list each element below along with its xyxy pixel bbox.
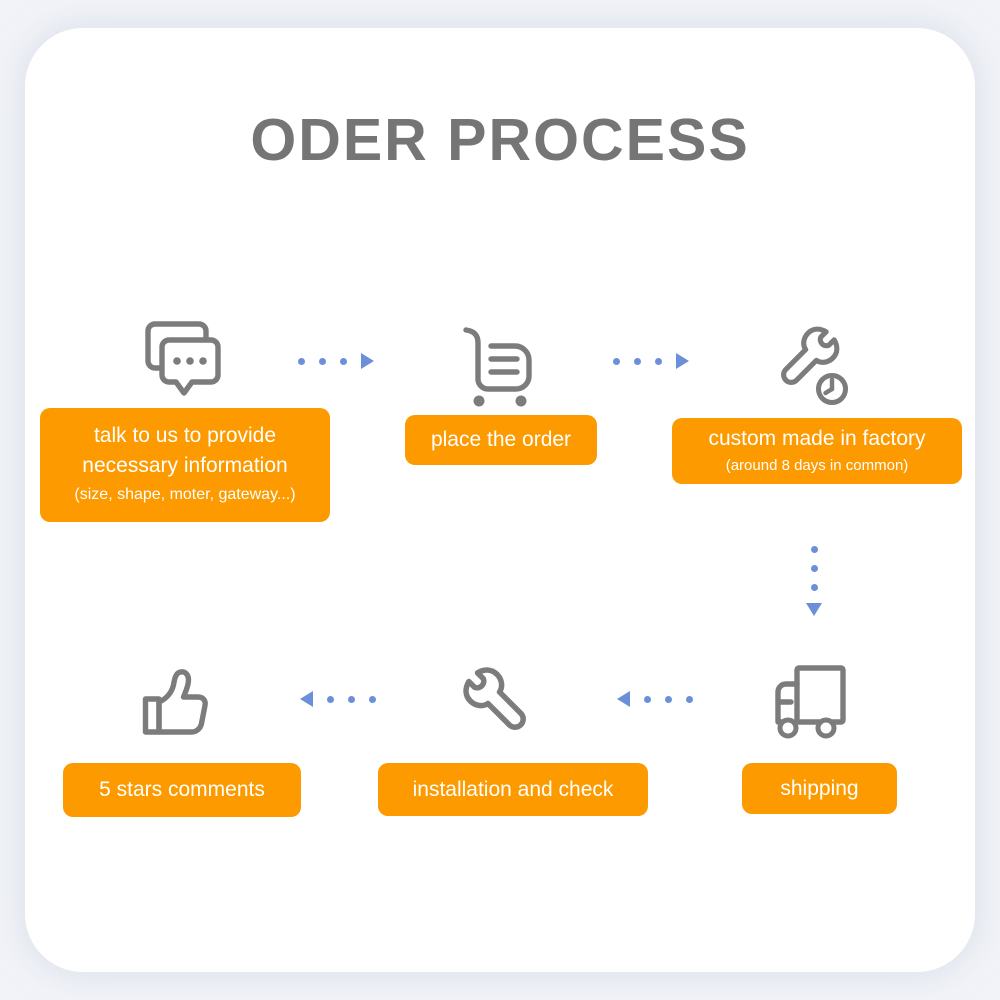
label-line: place the order bbox=[430, 428, 572, 451]
arrow-dot bbox=[327, 695, 334, 703]
label-line: talk to us to provide bbox=[93, 424, 277, 447]
dotted-arrow-right-icon bbox=[298, 353, 374, 369]
step-label-stars: 5 stars comments bbox=[63, 763, 301, 817]
dotted-arrow-right-icon bbox=[613, 353, 689, 369]
dotted-arrow-left-icon bbox=[300, 691, 376, 707]
arrow-dot bbox=[810, 546, 818, 553]
dotted-arrow-down-icon bbox=[806, 546, 822, 616]
arrow-dot bbox=[665, 695, 672, 703]
dotted-arrow-left-icon bbox=[617, 691, 693, 707]
arrow-dot bbox=[613, 357, 620, 365]
step-label-factory: custom made in factory (around 8 days in… bbox=[672, 418, 962, 484]
label-line: installation and check bbox=[412, 777, 614, 801]
step-label-order: place the order bbox=[405, 415, 597, 465]
arrow-dot bbox=[319, 357, 326, 365]
label-line: necessary information bbox=[82, 454, 288, 477]
step-label-install: installation and check bbox=[378, 763, 648, 816]
page-title: ODER PROCESS bbox=[250, 107, 750, 173]
wrench-icon bbox=[447, 652, 547, 752]
label-subline: (around 8 days in common) bbox=[725, 457, 909, 474]
label-line: shipping bbox=[780, 776, 859, 800]
step-label-shipping: shipping bbox=[742, 763, 897, 814]
wrench-clock-icon bbox=[762, 316, 848, 405]
arrow-dot bbox=[340, 357, 347, 365]
arrow-head-right bbox=[676, 353, 689, 369]
arrow-head-left bbox=[300, 691, 313, 707]
arrow-dot bbox=[810, 584, 818, 591]
arrow-head-down bbox=[806, 603, 822, 616]
delivery-truck-icon bbox=[775, 665, 846, 739]
label-subline: (size, shape, moter, gateway...) bbox=[74, 486, 296, 503]
arrow-dot bbox=[634, 357, 641, 365]
arrow-dot bbox=[644, 695, 651, 703]
arrow-dot bbox=[686, 695, 693, 703]
arrow-dot bbox=[369, 695, 376, 703]
step-label-talk: talk to us to provide necessary informat… bbox=[40, 408, 330, 522]
arrow-head-right bbox=[361, 353, 374, 369]
shopping-cart-icon bbox=[463, 327, 532, 407]
label-line: custom made in factory bbox=[708, 427, 926, 450]
arrow-dot bbox=[348, 695, 355, 703]
thumbs-up-icon bbox=[142, 669, 208, 735]
arrow-dot bbox=[655, 357, 662, 365]
arrow-dot bbox=[298, 357, 305, 365]
label-line: 5 stars comments bbox=[99, 778, 265, 801]
arrow-dot bbox=[810, 565, 818, 572]
chat-bubbles-icon bbox=[145, 321, 221, 396]
arrow-head-left bbox=[617, 691, 630, 707]
